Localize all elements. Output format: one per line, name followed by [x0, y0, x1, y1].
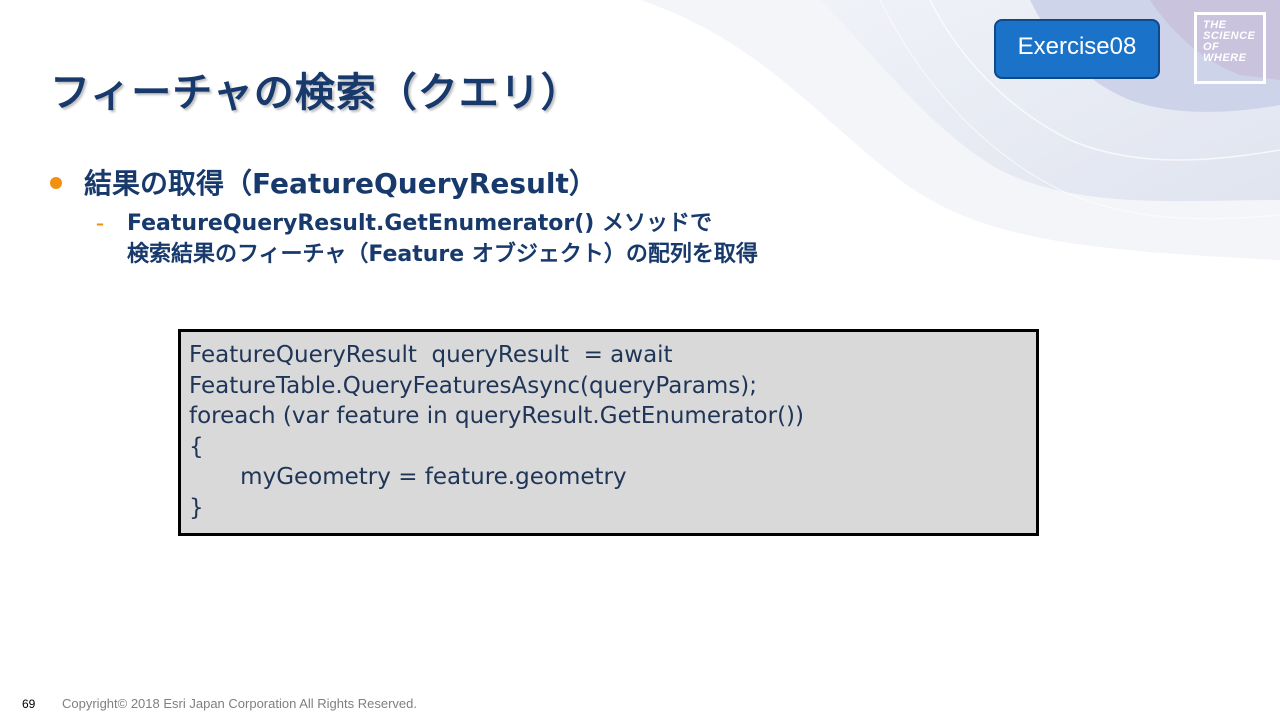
code-line: }: [189, 494, 204, 521]
logo-line-3: OF: [1203, 41, 1220, 53]
copyright-text: Copyright© 2018 Esri Japan Corporation A…: [62, 696, 417, 711]
orange-dot-icon: [50, 177, 62, 189]
slide-title: フィーチャの検索（クエリ）: [50, 70, 582, 116]
code-line: FeatureQueryResult queryResult = await: [189, 342, 673, 368]
bullet-level-1-text: 結果の取得（FeatureQueryResult）: [84, 167, 597, 200]
bullet-level-2-line-1: FeatureQueryResult.GetEnumerator() メソッドで: [127, 211, 712, 236]
code-line: {: [189, 433, 204, 460]
code-block: FeatureQueryResult queryResult = await F…: [178, 329, 1039, 536]
exercise-badge: Exercise08: [994, 19, 1160, 79]
code-line: FeatureTable.QueryFeaturesAsync(queryPar…: [189, 372, 758, 399]
logo-line-4: WHERE: [1203, 52, 1247, 64]
bullet-level-2-line-2: 検索結果のフィーチャ（Feature オブジェクト）の配列を取得: [127, 242, 758, 267]
logo-line-2: SCIENCE: [1203, 30, 1256, 42]
logo-line-1: THE: [1203, 19, 1227, 31]
page-number: 69: [22, 697, 36, 711]
code-line: myGeometry = feature.geometry: [189, 464, 627, 490]
orange-dash-icon: –: [96, 214, 104, 233]
science-of-where-logo: THE SCIENCE OF WHERE: [1194, 12, 1266, 84]
code-line: foreach (var feature in queryResult.GetE…: [189, 403, 804, 429]
bullet-level-1: 結果の取得（FeatureQueryResult）: [50, 162, 597, 202]
